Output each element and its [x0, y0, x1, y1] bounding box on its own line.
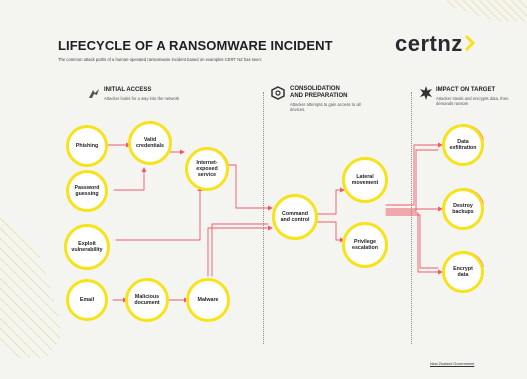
node-destroy-backups-label: Destroy backups — [452, 202, 474, 215]
section-initial-title: INITIAL ACCESS — [104, 87, 152, 93]
hatch-top-right — [447, 0, 527, 22]
section-impact-title: IMPACT ON TARGET — [436, 87, 496, 93]
node-lateral-movement-label: Lateral movement — [351, 173, 379, 186]
section-initial-desc: Attacker looks for a way into the networ… — [104, 96, 180, 101]
node-malware-label: Malware — [197, 296, 219, 303]
node-privilege-escalation-label: Privilege escalation — [352, 238, 378, 251]
page-subtitle: The common attack paths of a human-opera… — [58, 57, 262, 62]
node-valid-credentials: Valid credentials — [128, 121, 172, 165]
page-title: LIFECYCLE OF A RANSOMWARE INCIDENT — [58, 38, 333, 53]
divider-right — [411, 92, 412, 344]
node-internet-exposed-service-label: Internet-exposed service — [196, 159, 218, 179]
node-malware: Malware — [186, 278, 230, 322]
node-password-guessing: Password guessing — [66, 170, 108, 212]
explosion-icon — [420, 86, 432, 100]
brand-name: certnz — [395, 31, 463, 56]
section-consolidation-desc: Attacker attempts to gain access to all … — [290, 102, 361, 113]
divider-left — [263, 92, 264, 344]
footer-government-logo: New Zealand Government — [430, 362, 475, 366]
node-internet-exposed-service: Internet-exposed service — [185, 147, 229, 191]
attacker-icon — [89, 89, 99, 98]
section-impact-desc: Attacker steals and encrypts data, then … — [436, 96, 509, 107]
chevron-logo-icon — [464, 34, 475, 52]
node-privilege-escalation: Privilege escalation — [342, 222, 388, 268]
section-consolidation-title: CONSOLIDATION AND PREPARATION — [290, 86, 347, 100]
node-exploit-vulnerability-label: Exploit vulnerability — [71, 240, 103, 253]
node-encrypt-data-label: Encrypt data — [453, 265, 473, 278]
hexagon-icon — [271, 86, 285, 100]
node-malicious-document-label: Malicious document — [134, 293, 160, 306]
node-destroy-backups: Destroy backups — [442, 188, 484, 230]
brand-logo: certnz — [395, 31, 476, 57]
node-phishing: Phishing — [66, 125, 108, 167]
node-valid-credentials-label: Valid credentials — [136, 136, 164, 149]
section-consolidation-title-line2: AND PREPARATION — [290, 93, 348, 99]
node-data-exfiltration-label: Data exfiltration — [449, 138, 477, 151]
node-encrypt-data: Encrypt data — [442, 251, 484, 293]
node-lateral-movement: Lateral movement — [342, 157, 388, 203]
node-malicious-document: Malicious document — [125, 278, 169, 322]
section-consolidation-title-line1: CONSOLIDATION — [290, 86, 340, 92]
node-command-and-control-label: Command and control — [280, 210, 310, 223]
node-phishing-label: Phishing — [75, 142, 99, 149]
node-password-guessing-label: Password guessing — [74, 184, 100, 197]
node-email-label: Email — [79, 296, 95, 303]
node-email: Email — [66, 279, 108, 321]
node-command-and-control: Command and control — [272, 194, 318, 240]
node-data-exfiltration: Data exfiltration — [442, 124, 484, 166]
node-exploit-vulnerability: Exploit vulnerability — [64, 224, 110, 270]
hatch-left — [0, 218, 61, 358]
